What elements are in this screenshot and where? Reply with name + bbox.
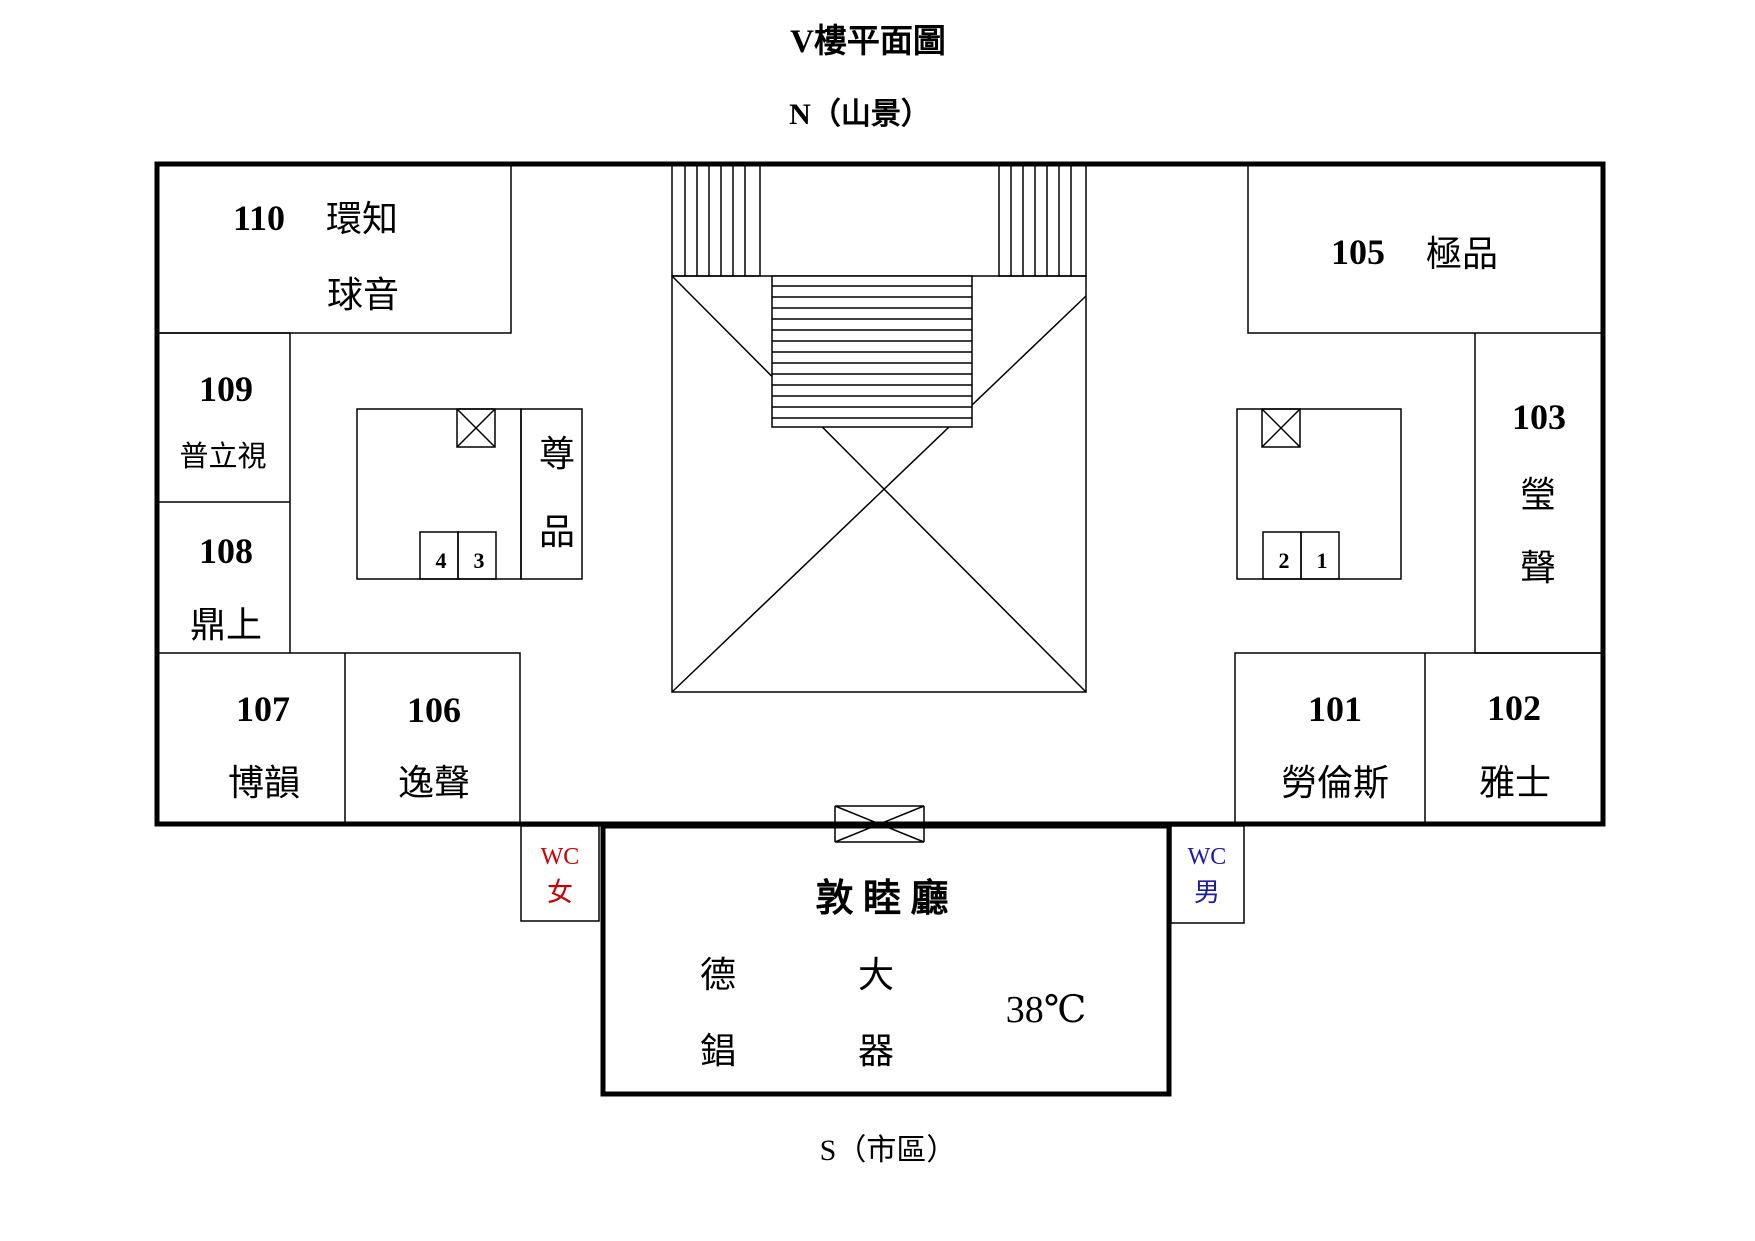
room-101-name: 勞倫斯 <box>1281 763 1389 803</box>
hall-dunmu <box>600 823 1172 1097</box>
booth-zunpin <box>520 408 583 580</box>
hall-col2-char1: 大 <box>858 955 894 995</box>
elevator-3 <box>457 531 497 580</box>
hall-name: 敦 睦 廳 <box>815 878 948 920</box>
room-101: 101 勞倫斯 <box>1281 689 1389 803</box>
room-109-name: 普立視 <box>179 440 266 473</box>
stairs-center <box>771 275 973 428</box>
hall-col1-char2: 錩 <box>700 1031 736 1071</box>
stairs-right <box>998 163 1087 277</box>
booth-zunpin-char1: 尊 <box>539 434 575 474</box>
elevator-3-label: 3 <box>474 548 485 573</box>
hall-col1-char1: 德 <box>700 955 736 995</box>
hall-col2-char2: 器 <box>858 1031 894 1071</box>
atrium-cross-1 <box>671 275 1087 693</box>
shaft-left-icon <box>456 408 496 448</box>
room-110: 110 環知 球音 <box>233 198 399 315</box>
room-105-wall <box>1247 164 1603 334</box>
room-102: 102 雅士 <box>1479 688 1551 803</box>
hall-exhibitor: 38℃ <box>1006 989 1087 1031</box>
atrium-cross-2 <box>671 295 1087 693</box>
room-102-number: 102 <box>1487 688 1541 728</box>
room-110-name-line2: 球音 <box>327 275 399 315</box>
wc-men-box <box>1170 825 1245 924</box>
room-105-number: 105 <box>1331 232 1385 272</box>
room-108-number: 108 <box>199 531 253 571</box>
wc-men-label: WC <box>1188 844 1227 870</box>
room-103-name-char2: 聲 <box>1520 548 1556 588</box>
elevator-4-label: 4 <box>436 548 447 573</box>
room-103-name-char1: 瑩 <box>1520 475 1556 515</box>
wc-women-label: WC <box>541 844 580 870</box>
room-103: 103 瑩 聲 <box>1512 397 1566 588</box>
room-107: 107 博韻 <box>228 689 300 803</box>
wc-women-box <box>520 825 600 922</box>
north-label: N（山景） <box>789 97 931 131</box>
elevator-1-label: 1 <box>1317 548 1328 573</box>
wc-men-sub: 男 <box>1194 878 1220 907</box>
room-101-wall <box>1234 652 1603 824</box>
room-109-number: 109 <box>199 369 253 409</box>
room-108-name: 鼎上 <box>190 605 262 645</box>
room-106-name: 逸聲 <box>398 763 470 803</box>
room-107-name: 博韻 <box>228 763 300 803</box>
room-106-number: 106 <box>407 690 461 730</box>
room-108: 108 鼎上 <box>190 531 262 645</box>
stairs-left <box>671 163 761 277</box>
room-107-number: 107 <box>236 689 290 729</box>
elevator-2-label: 2 <box>1279 548 1290 573</box>
room-103-number: 103 <box>1512 397 1566 437</box>
room-110-name-line1: 環知 <box>326 199 398 239</box>
elevator-1 <box>1300 531 1340 580</box>
room-110-number: 110 <box>233 198 285 238</box>
shaft-right-icon <box>1261 408 1301 448</box>
room-106: 106 逸聲 <box>398 690 470 803</box>
room-105-name: 極品 <box>1426 234 1498 274</box>
booth-zunpin-char2: 品 <box>539 512 575 552</box>
room-106-wall <box>157 652 521 824</box>
room-109-wall <box>157 332 291 653</box>
floor-plan-title: V樓平面圖 <box>790 23 946 60</box>
room-109: 109 普立視 <box>179 369 266 473</box>
south-label: S（市區） <box>820 1134 957 1167</box>
room-102-name: 雅士 <box>1479 763 1551 803</box>
room-101-number: 101 <box>1308 689 1362 729</box>
wc-women-sub: 女 <box>547 878 573 907</box>
room-105: 105 極品 <box>1331 232 1498 274</box>
